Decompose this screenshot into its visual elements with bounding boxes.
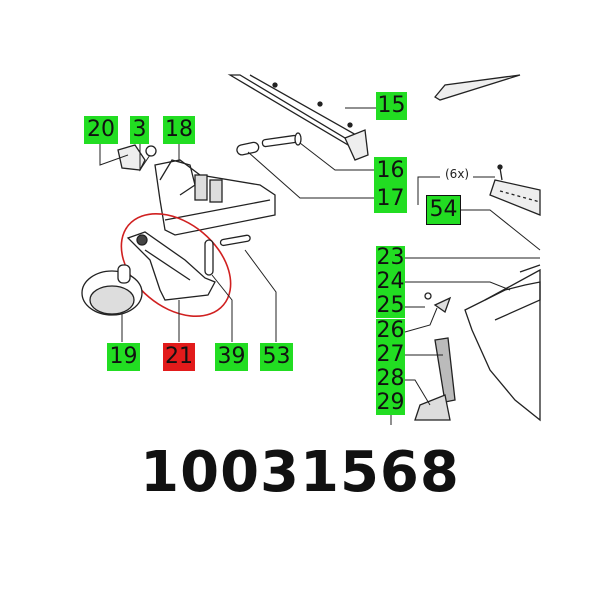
callout-16[interactable]: 16 (374, 157, 407, 185)
callout-28[interactable]: 28 (376, 366, 405, 391)
callout-3[interactable]: 3 (130, 116, 149, 144)
callout-23[interactable]: 23 (376, 245, 405, 270)
callout-21-selected[interactable]: 21 (163, 343, 195, 371)
cap-part (117, 144, 146, 171)
rack-part (489, 179, 541, 216)
lever-part (126, 231, 216, 301)
callout-18[interactable]: 18 (163, 116, 195, 144)
callout-29[interactable]: 29 (376, 390, 405, 415)
housing-part (464, 264, 541, 422)
quantity-note: (6x) (445, 167, 470, 181)
rail-part (227, 74, 369, 161)
callout-17[interactable]: 17 (374, 185, 407, 213)
callout-27[interactable]: 27 (376, 342, 405, 367)
part-top-right (434, 74, 521, 101)
callout-15[interactable]: 15 (376, 92, 407, 120)
callout-53[interactable]: 53 (260, 343, 293, 371)
highlight-ring (120, 212, 232, 318)
leader-lines (99, 107, 541, 425)
star-knob-part (81, 264, 143, 316)
dowel-part (219, 234, 251, 247)
callout-24[interactable]: 24 (376, 269, 405, 294)
callout-20[interactable]: 20 (84, 116, 118, 144)
callout-25[interactable]: 25 (376, 293, 405, 318)
callout-19[interactable]: 19 (107, 343, 140, 371)
callout-26[interactable]: 26 (376, 318, 405, 343)
callout-54[interactable]: 54 (426, 195, 461, 225)
sleeve-part (236, 141, 260, 156)
pin-part (261, 134, 298, 148)
part-number: 10031568 (140, 440, 460, 505)
callout-39[interactable]: 39 (215, 343, 248, 371)
washer-part (145, 145, 157, 157)
bracket-part (154, 159, 276, 236)
stud-part (204, 239, 214, 276)
